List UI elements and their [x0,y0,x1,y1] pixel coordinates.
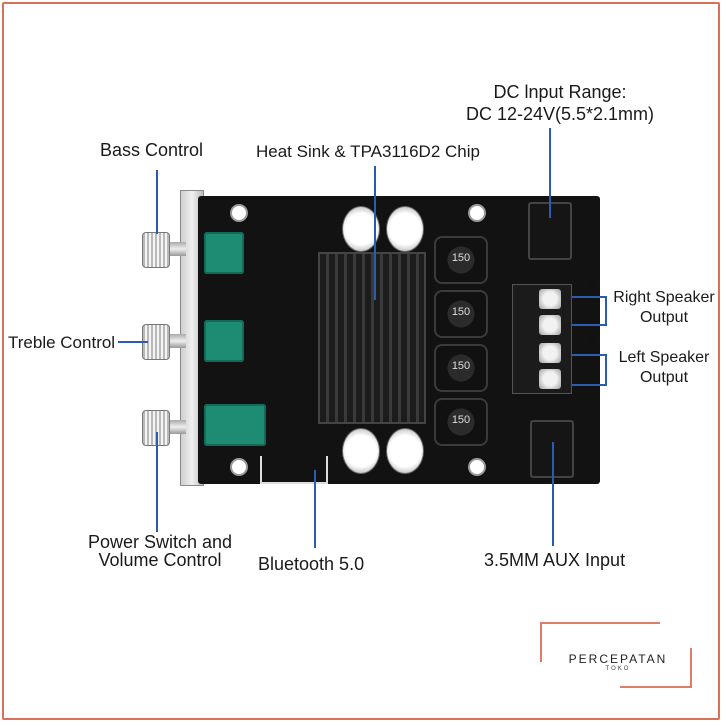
bass-potentiometer [204,232,244,274]
bass-control-label: Bass Control [100,140,204,160]
left-speaker-label-line2: Output [639,369,689,386]
aux-callout-line [552,442,554,546]
treble-knob [142,324,186,360]
volume-potentiometer [204,404,266,446]
brand-name: PERCEPATAN [568,652,668,666]
right-speaker-callout [572,296,606,298]
bass-callout-line [156,170,158,234]
plus-sign: + [586,332,598,354]
treble-potentiometer [204,320,244,362]
dc-callout-line [549,128,551,218]
capacitor [342,206,380,252]
dc-input-label-line1: DC lnput Range: [493,82,627,102]
speaker-terminal [512,284,572,394]
brand-sub: TOKO [605,666,631,672]
mount-hole [230,204,248,222]
inductor: 150 [434,398,488,446]
capacitor [386,206,424,252]
left-speaker-callout [572,384,606,386]
power-volume-label-line1: Power Switch and [87,532,233,552]
volume-knob [142,410,186,446]
mount-hole [468,204,486,222]
heatsink-callout-line [374,166,376,300]
inductor: 150 [434,344,488,392]
heat-sink [318,252,426,424]
mount-hole [230,458,248,476]
treble-control-label: Treble Control [8,333,116,352]
capacitor [386,428,424,474]
bluetooth-callout-line [314,470,316,548]
minus-sign: - [588,310,595,332]
plus-sign: + [586,276,598,298]
volume-callout-line [156,432,158,532]
right-speaker-label-line1: Right Speaker [613,289,715,306]
left-speaker-bracket [605,354,607,386]
bluetooth-label: Bluetooth 5.0 [258,554,365,574]
image-frame [2,2,720,720]
right-speaker-label-line2: Output [639,309,689,326]
left-speaker-label-line1: Left Speaker [618,349,710,366]
mount-hole [468,458,486,476]
bluetooth-antenna [260,456,328,484]
power-volume-label-line2: Volume Control [98,550,222,570]
bass-knob [142,232,186,268]
inductor: 150 [434,236,488,284]
dc-input-label-line2: DC 12-24V(5.5*2.1mm) [465,104,655,124]
heatsink-label: Heat Sink & TPA3116D2 Chip [256,142,480,161]
right-speaker-callout [572,324,606,326]
capacitor [342,428,380,474]
aux-input-label: 3.5MM AUX Input [484,550,626,570]
store-logo: PERCEPATAN TOKO [540,622,692,688]
minus-sign: - [588,366,595,388]
treble-callout-line [118,341,148,343]
right-speaker-bracket [605,296,607,326]
inductor: 150 [434,290,488,338]
left-speaker-callout [572,354,606,356]
